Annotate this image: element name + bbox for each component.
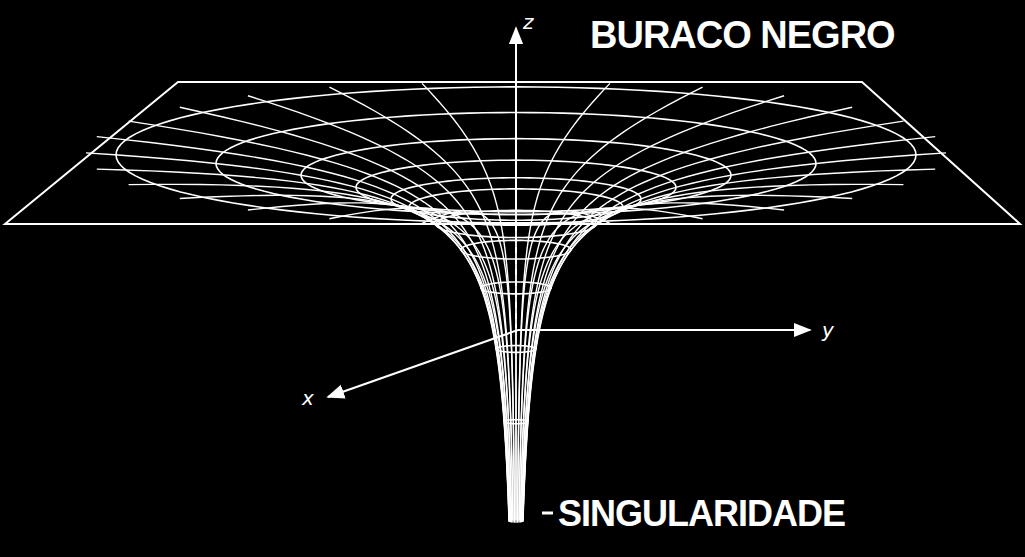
mesh-radial [519, 87, 703, 520]
mesh-radial [97, 137, 509, 522]
mesh-radial [180, 195, 511, 522]
x-axis [328, 330, 518, 397]
mesh-radial [180, 107, 511, 520]
title: BURACO NEGRO [590, 16, 895, 54]
mesh-radial [519, 208, 703, 523]
mesh-radial [520, 203, 784, 523]
mesh-radial [522, 121, 903, 521]
mesh-radial [248, 203, 512, 523]
mesh-radial [521, 107, 852, 520]
y-axis [518, 329, 810, 331]
mesh-radial [520, 96, 784, 521]
z-axis [515, 28, 517, 210]
mesh-radial [329, 87, 513, 520]
axis-label: x [302, 388, 314, 408]
leader-dash [542, 512, 553, 515]
mesh-radial [523, 137, 935, 522]
mesh-radial [422, 83, 514, 520]
space-plane [5, 82, 1020, 224]
mesh-radial [521, 195, 852, 522]
axis-label: y [822, 320, 834, 340]
axis-label: z [523, 12, 534, 32]
z-axis-hidden [515, 225, 517, 328]
mesh-radial [518, 83, 610, 520]
singularity-label: SINGULARIDADE [558, 496, 845, 532]
mesh-radial [329, 208, 513, 523]
mesh-radial [129, 121, 510, 521]
mesh-radial [248, 96, 512, 521]
